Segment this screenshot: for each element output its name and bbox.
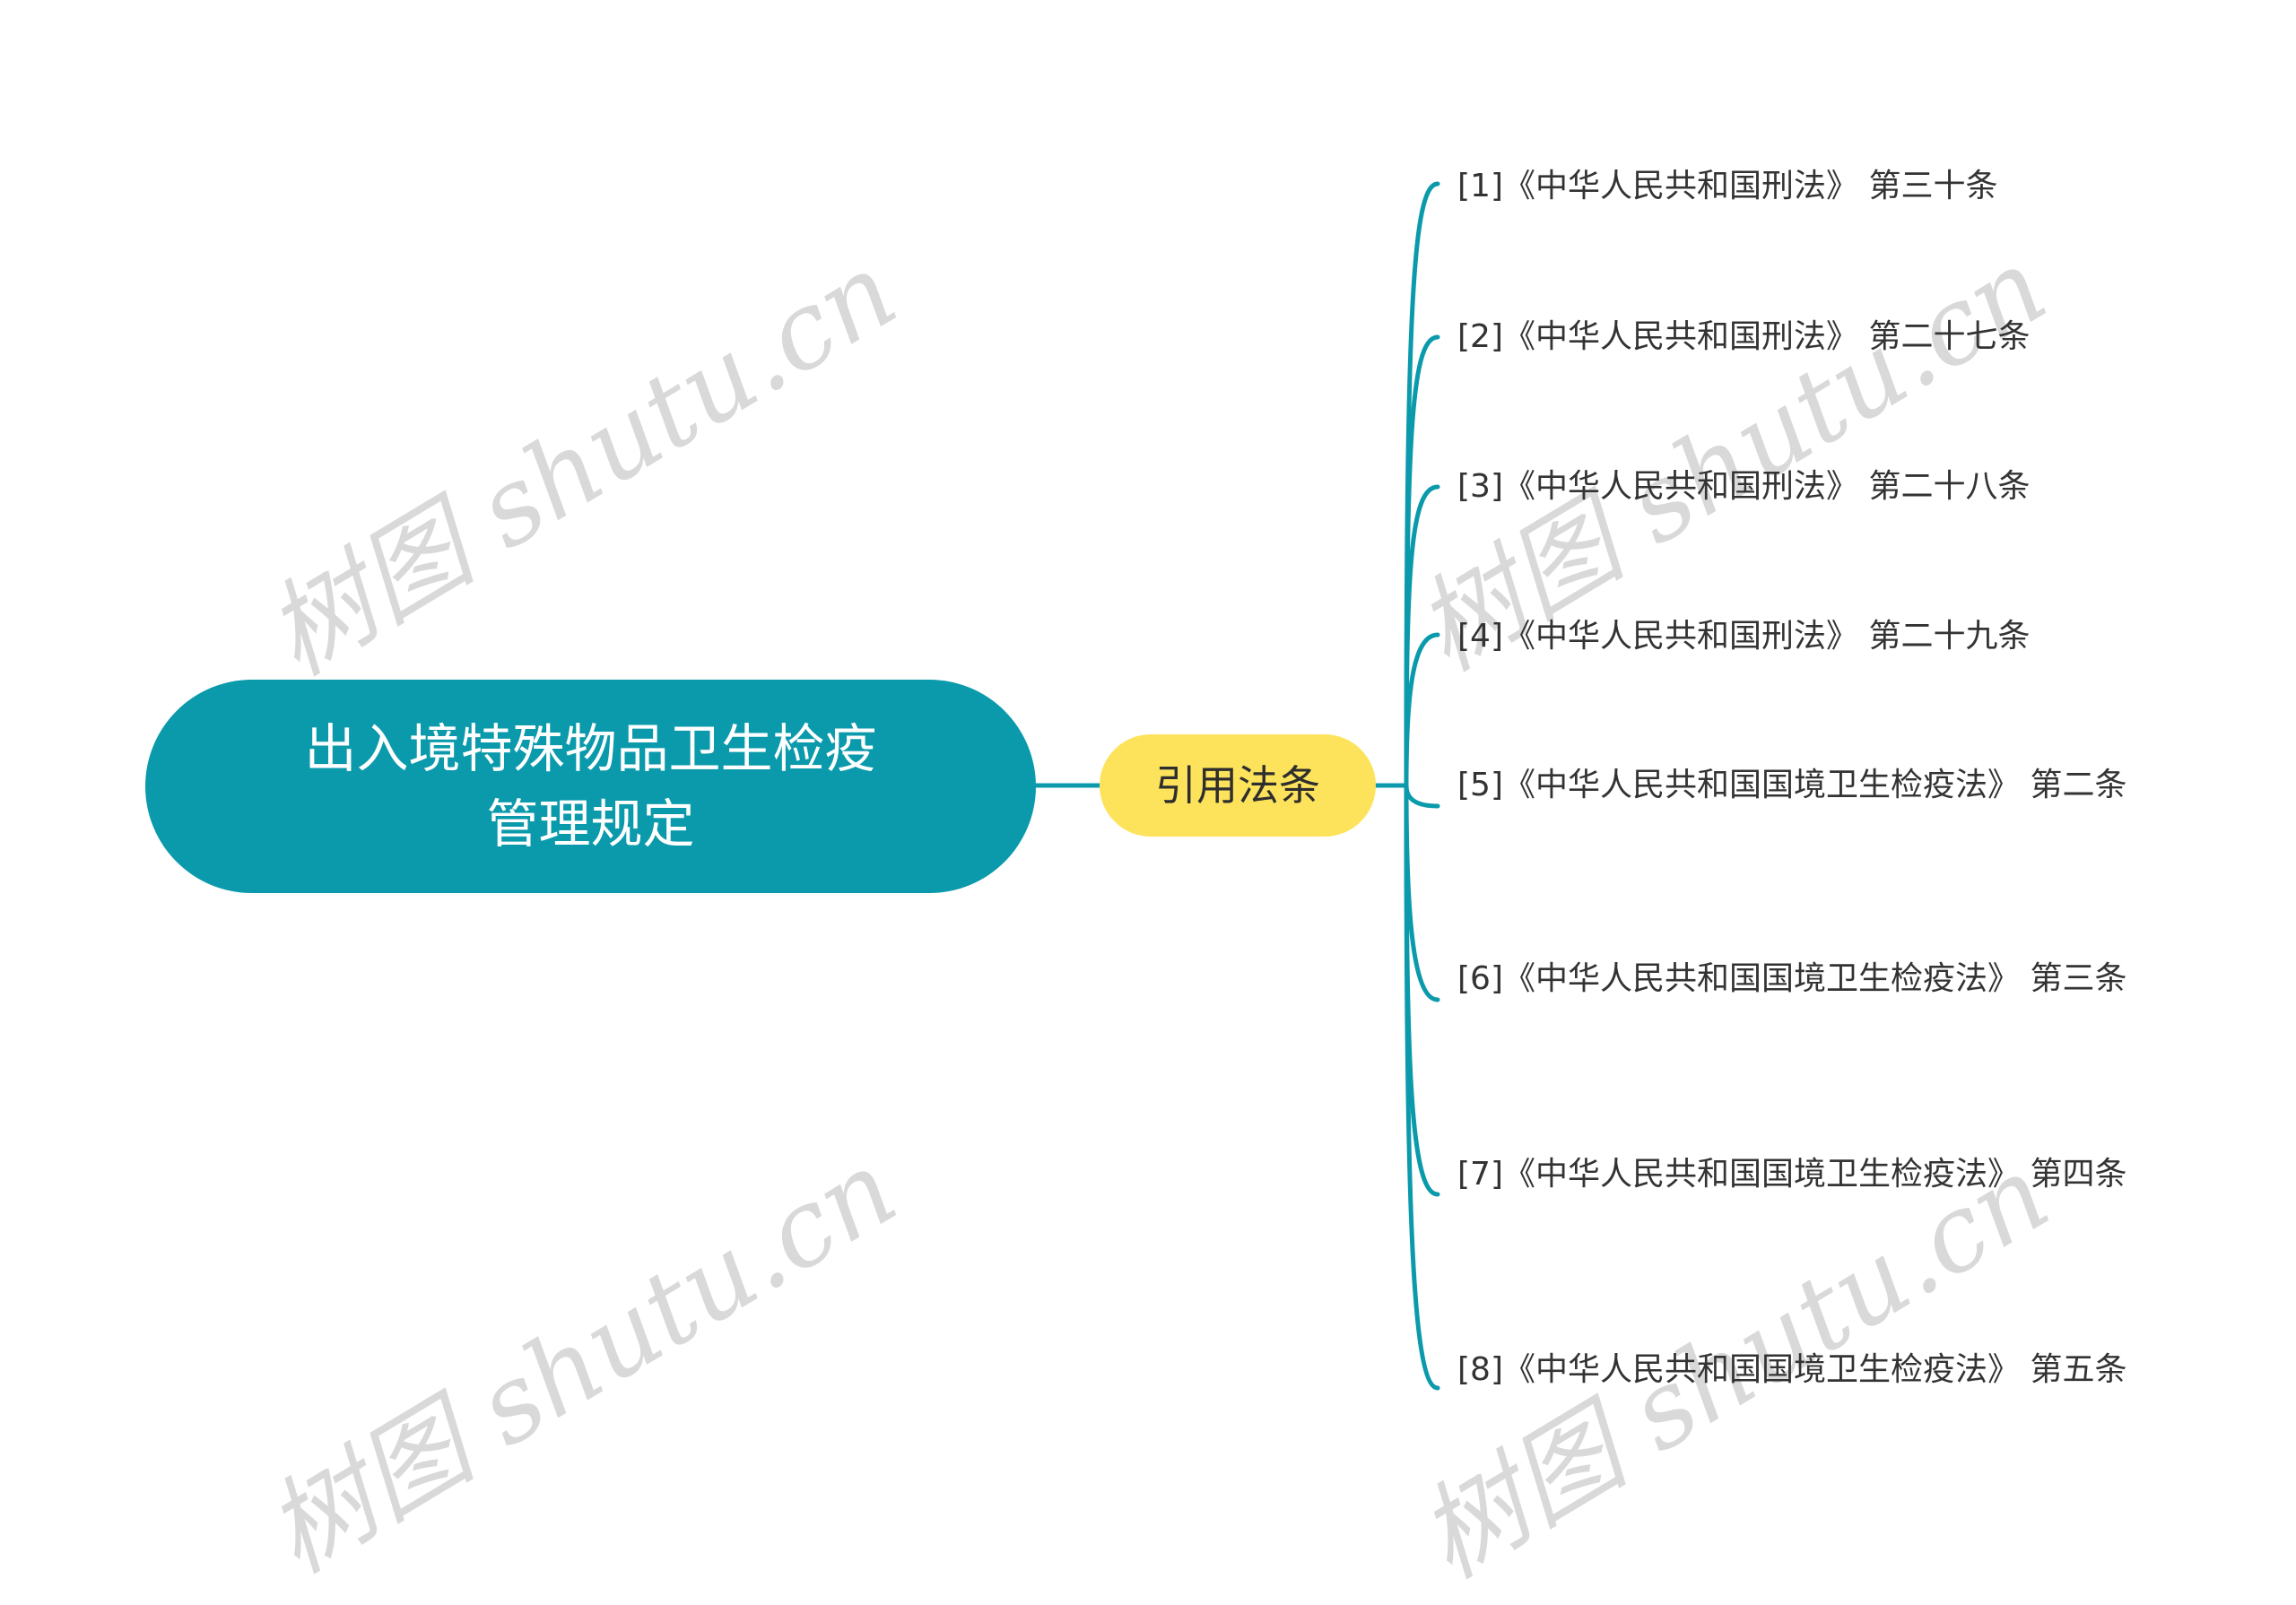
leaf-connector-6 (1404, 783, 1440, 1002)
leaf-connector-4 (1404, 632, 1440, 788)
leaf-topic-7[interactable]: [7]《中华人民共和国国境卫生检疫法》 第四条 (1457, 1156, 2127, 1193)
leaf-connector-5 (1404, 783, 1440, 809)
leaf-topic-8[interactable]: [8]《中华人民共和国国境卫生检疫法》 第五条 (1457, 1351, 2127, 1388)
branch-topic-title: 引用法条 (1155, 761, 1320, 810)
leaf-topic-6[interactable]: [6]《中华人民共和国国境卫生检疫法》 第三条 (1457, 960, 2127, 997)
leaf-connector-8 (1404, 783, 1440, 1391)
leaf-topic-2[interactable]: [2]《中华人民共和国刑法》 第二十七条 (1457, 318, 2031, 355)
leaf-topic-4[interactable]: [4]《中华人民共和国刑法》 第二十九条 (1457, 618, 2031, 655)
root-topic-title: 出入境特殊物品卫生检疫管理规定 (304, 718, 877, 855)
leaf-topic-1[interactable]: [1]《中华人民共和国刑法》 第三十条 (1457, 168, 1998, 204)
leaf-topic-3[interactable]: [3]《中华人民共和国刑法》 第二十八条 (1457, 468, 2031, 505)
root-topic[interactable]: 出入境特殊物品卫生检疫管理规定 (145, 680, 1036, 893)
leaf-topic-5[interactable]: [5]《中华人民共和国国境卫生检疫法》 第二条 (1457, 767, 2127, 803)
branch-topic-cited-articles[interactable]: 引用法条 (1100, 734, 1376, 837)
